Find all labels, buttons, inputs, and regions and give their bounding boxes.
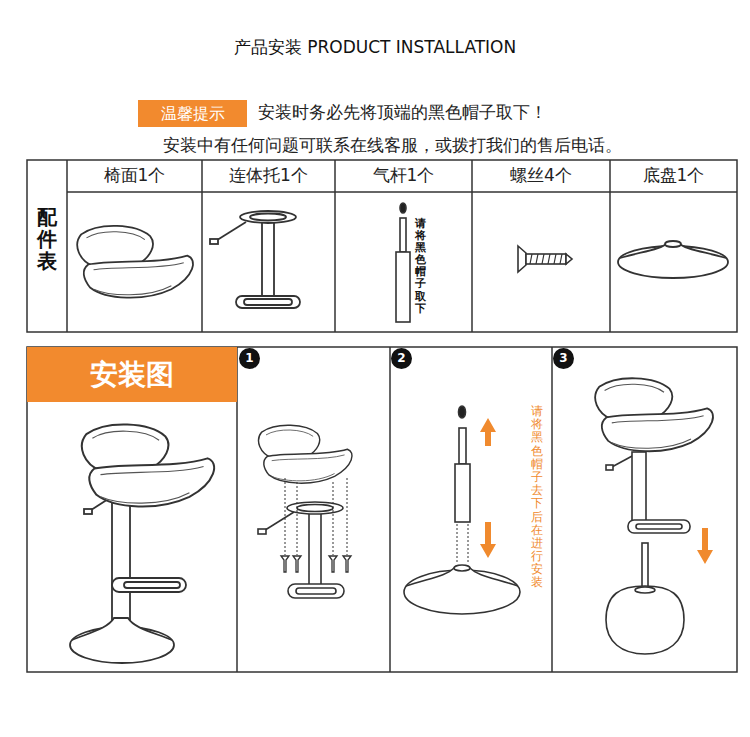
step-number: 1 [239,348,260,369]
part-bracket [210,211,300,308]
node-text: 3 [559,351,567,365]
part-seat [77,226,193,298]
cap-note: 请将黑色帽子去下后在进行安装 [531,405,543,590]
step3-drawing [595,378,713,654]
cap-note: 请将黑色帽子取下 [415,218,426,315]
step-number: 2 [391,348,412,369]
part-name: 底盘1个 [610,165,737,185]
table-grid [27,160,737,332]
part-name: 椅面1个 [67,165,202,185]
help-note: 安装中有任何问题可联系在线客服，或拨打我们的售后电话。 [163,135,622,155]
part-name: 气杆1个 [335,165,472,185]
section-band: 安装图 [27,347,237,402]
part-name: 连体托1个 [202,165,335,185]
tip-band: 温馨提示 [138,100,247,127]
step-number: 3 [553,348,574,369]
install-grid [27,347,737,672]
parts-list-heading: 配件表 [37,206,57,272]
node-text: 2 [397,351,405,365]
warning-note: 安装时务必先将顶端的黑色帽子取下！ [258,102,547,122]
part-screw [518,246,572,272]
page-title: 产品安装 PRODUCT INSTALLATION [0,37,750,57]
part-gas-rod [396,203,410,322]
part-name: 螺丝4个 [472,165,610,185]
step1-drawing [258,425,352,598]
step2-drawing [404,406,520,614]
node-text: 1 [245,351,253,365]
node-text: 温馨提示 [161,104,225,123]
part-base [618,241,728,278]
assembled-stool [70,424,214,663]
node-text: 安装图 [90,358,174,392]
